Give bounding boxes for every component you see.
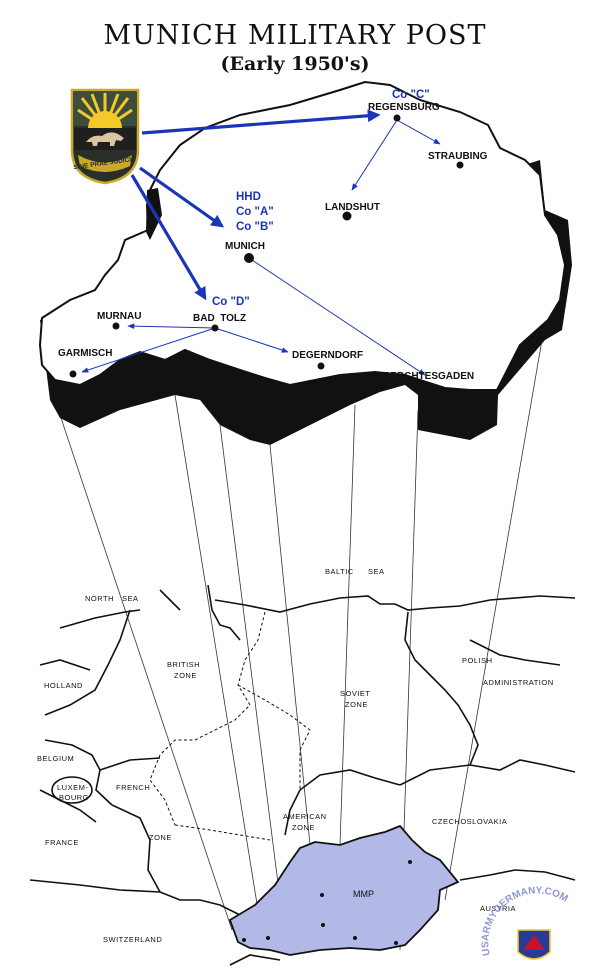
luxembourg-border xyxy=(51,776,93,804)
mmp-region xyxy=(228,824,460,956)
city-dot-murnau xyxy=(112,322,120,330)
site-watermark: USARMYGERMANY.COM xyxy=(480,885,570,960)
label-polish: POLISH xyxy=(462,656,493,665)
arrow-to-munich xyxy=(139,166,225,228)
unit-label-co-d: Co "D" xyxy=(212,296,250,308)
mmp-dots xyxy=(242,860,412,945)
label-baltic-sea-2: SEA xyxy=(368,567,385,576)
label-soviet-zone-2: ZONE xyxy=(345,700,368,709)
label-soviet-zone-1: SOVIET xyxy=(340,689,371,698)
europe-borders xyxy=(29,584,576,966)
mmp-label: MMP xyxy=(353,889,374,899)
city-label-murnau: MURNAU xyxy=(97,311,141,322)
city-label-landshut: LANDSHUT xyxy=(325,202,380,213)
unit-insignia: SINE PRAE JUDICIO xyxy=(70,88,140,185)
city-dot-munich xyxy=(244,253,254,263)
bear-icon xyxy=(86,132,124,146)
label-baltic-sea-1: BALTIC xyxy=(325,567,354,576)
city-dots xyxy=(69,114,464,399)
label-american-zone-1: AMERICAN xyxy=(283,812,327,821)
city-label-regensburg: REGENSBURG xyxy=(368,102,440,113)
label-holland: HOLLAND xyxy=(44,681,83,690)
region-labels: NORTH SEA BALTIC SEA BRITISH ZONE HOLLAN… xyxy=(37,567,554,944)
label-north-sea-1: NORTH xyxy=(85,594,114,603)
city-dot-degerndorf xyxy=(317,362,325,370)
bavaria-relief xyxy=(38,80,572,445)
label-north-sea-2: SEA xyxy=(122,594,139,603)
label-french: FRENCH xyxy=(116,783,150,792)
label-czechoslovakia: CZECHOSLOVAKIA xyxy=(432,817,507,826)
label-american-zone-2: ZONE xyxy=(292,823,315,832)
arrow-to-bad-tolz xyxy=(130,174,207,301)
unit-arrows xyxy=(130,109,381,301)
label-zone: ZONE xyxy=(149,833,172,842)
unit-label-co-b: Co "B" xyxy=(236,221,274,233)
city-dot-regensburg xyxy=(393,114,401,122)
label-british-zone-2: ZONE xyxy=(174,671,197,680)
label-belgium: BELGIUM xyxy=(37,754,74,763)
arrow-to-regensburg xyxy=(141,109,381,135)
city-label-garmisch: GARMISCH xyxy=(58,348,112,359)
label-switzerland: SWITZERLAND xyxy=(103,935,162,944)
city-dot-landshut xyxy=(342,211,352,221)
zone-boundaries xyxy=(149,611,311,841)
city-labels: REGENSBURG STRAUBING LANDSHUT MUNICH MUR… xyxy=(58,102,488,382)
unit-label-hhd: HHD xyxy=(236,191,261,203)
unit-label-co-c: Co "C" xyxy=(392,89,430,101)
subpost-arrows xyxy=(81,119,441,376)
city-label-bad-tolz: BAD TOLZ xyxy=(193,313,246,324)
projection-lines xyxy=(59,264,556,951)
label-austria: AUSTRIA xyxy=(480,904,516,913)
map-title: MUNICH MILITARY POST xyxy=(103,20,486,51)
city-dot-garmisch xyxy=(69,370,77,378)
bavaria-top-surface xyxy=(38,80,567,391)
unit-label-co-a: Co "A" xyxy=(236,206,274,218)
label-administration: ADMINISTRATION xyxy=(483,678,554,687)
city-dot-bad-tolz xyxy=(211,324,219,332)
label-france: FRANCE xyxy=(45,838,79,847)
city-label-berchtesgaden: BERCHTESGADEN xyxy=(383,371,474,382)
city-label-degerndorf: DEGERNDORF xyxy=(292,350,363,361)
city-dot-straubing xyxy=(456,161,464,169)
map-subtitle: (Early 1950's) xyxy=(220,53,369,75)
city-label-straubing: STRAUBING xyxy=(428,151,488,162)
label-luxembourg-2: BOURG xyxy=(59,793,89,802)
city-dot-berchtesgaden xyxy=(438,391,446,399)
city-label-munich: MUNICH xyxy=(225,241,265,252)
unit-labels: Co "C" HHD Co "A" Co "B" Co "D" xyxy=(212,89,430,308)
label-british-zone-1: BRITISH xyxy=(167,660,200,669)
label-luxembourg-1: LUXEM- xyxy=(57,783,88,792)
